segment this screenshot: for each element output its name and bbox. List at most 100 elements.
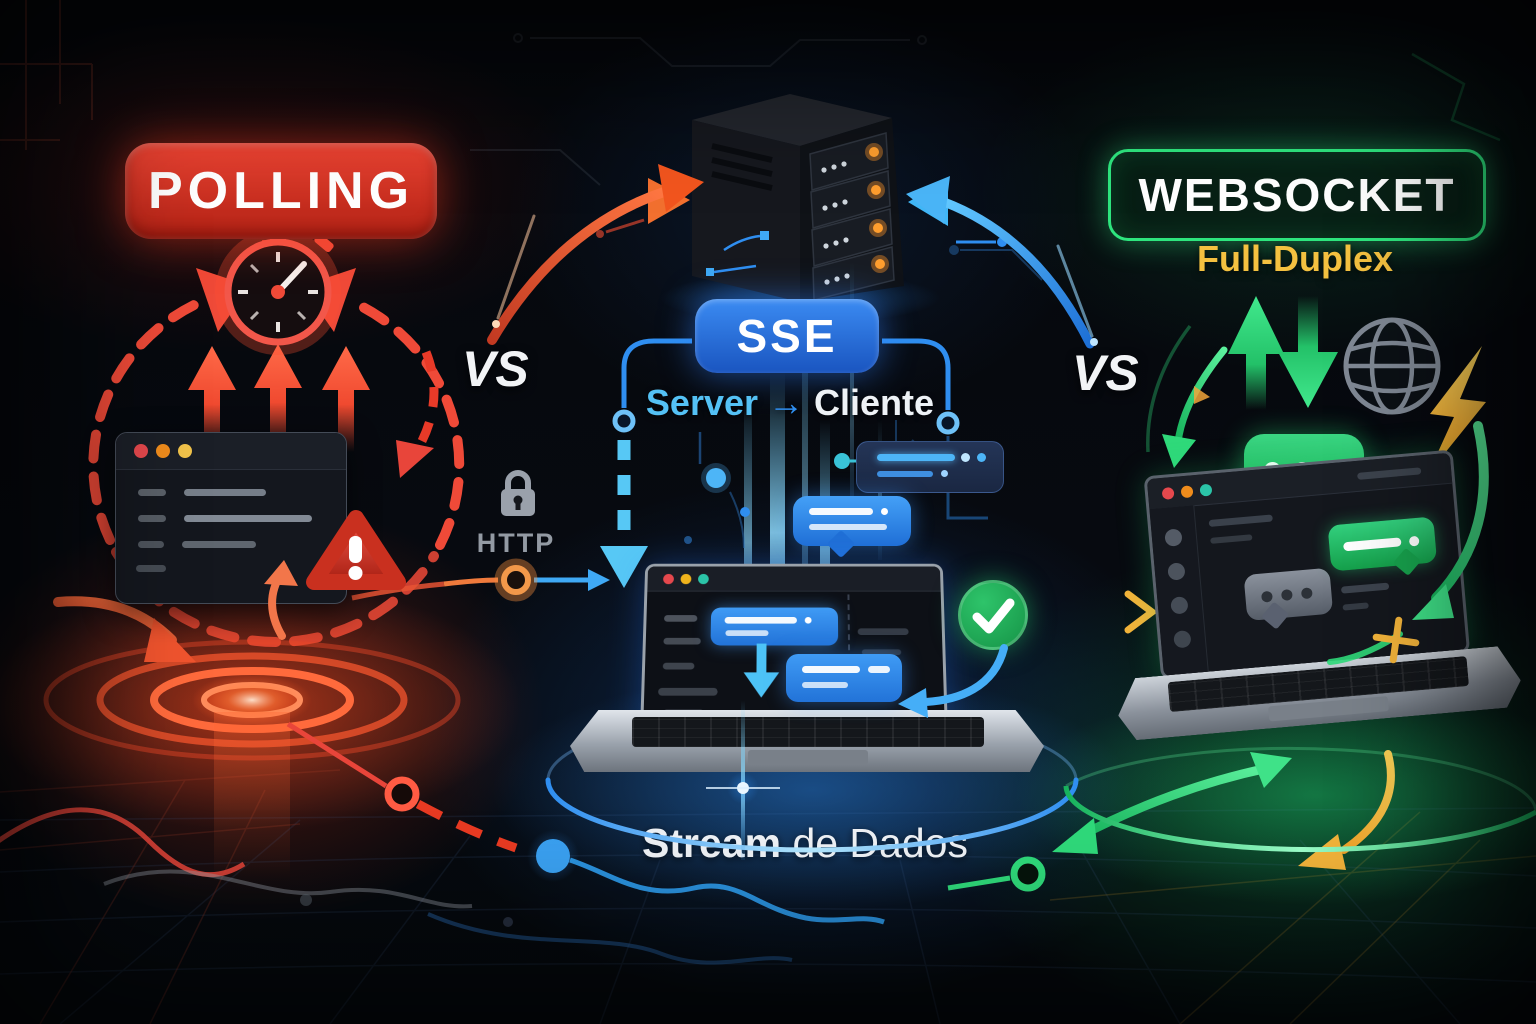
message-bubble-screen xyxy=(710,607,839,646)
polling-badge-label: POLLING xyxy=(147,162,415,220)
message-bubble-speech xyxy=(793,496,911,559)
http-connector xyxy=(351,558,610,602)
window-control-minimize-icon xyxy=(1180,485,1194,499)
chat-bubble-gray xyxy=(1243,567,1334,630)
duplex-cycle-arrow-left xyxy=(1146,324,1228,468)
lock-icon xyxy=(496,468,540,525)
versus-left-label: VS xyxy=(462,341,529,397)
chat-line xyxy=(1342,602,1369,611)
polling-drop-arrow xyxy=(396,350,439,478)
chat-sidebar xyxy=(1149,505,1209,677)
window-control-minimize-icon xyxy=(680,573,692,585)
bubble-tail xyxy=(1392,547,1422,576)
typing-dot xyxy=(1280,589,1293,601)
sse-badge: SSE xyxy=(695,299,879,373)
window-control-close-icon xyxy=(134,444,148,458)
sse-stream-arrow xyxy=(600,440,648,588)
content-line xyxy=(184,515,312,522)
window-control-expand-icon xyxy=(178,444,192,458)
browser-window-titlebar xyxy=(116,433,346,470)
bubble-line xyxy=(877,471,933,477)
bubble-dot xyxy=(977,453,986,462)
browser-window xyxy=(115,432,347,604)
server-push-arrow xyxy=(906,176,1098,349)
floor-grid-red xyxy=(0,769,341,1024)
overload-arrow xyxy=(53,596,196,662)
flow-arrow-icon: → xyxy=(768,382,805,423)
http-label: HTTP xyxy=(476,528,556,558)
bubble-dot xyxy=(804,616,812,624)
message-bubble-navy xyxy=(856,441,1004,493)
caption-rest: de Dados xyxy=(781,820,968,866)
return-arrow-yellow xyxy=(1298,750,1395,870)
duplex-down-arrow xyxy=(1278,296,1338,408)
stopwatch-icon xyxy=(215,226,341,355)
stream-caption: Stream de Dados xyxy=(595,820,1015,867)
laptop-right xyxy=(1114,446,1519,778)
trackpad xyxy=(748,750,868,765)
sidebar-line xyxy=(663,615,698,622)
laptop-center-titlebar xyxy=(647,566,941,592)
bubble-line xyxy=(809,524,887,530)
caption-bold: Stream xyxy=(642,820,782,866)
content-line xyxy=(138,489,166,496)
websocket-badge: WEBSOCKET xyxy=(1108,149,1486,241)
bubble-dot xyxy=(881,508,888,515)
bubble-line xyxy=(724,616,797,624)
window-control-close-icon xyxy=(663,573,674,585)
bubble-dot xyxy=(1408,535,1420,547)
avatar xyxy=(1170,596,1189,615)
bubble-line xyxy=(1343,537,1402,552)
bubble-dot xyxy=(941,470,948,477)
sse-badge-label: SSE xyxy=(736,310,838,362)
content-line xyxy=(136,565,166,572)
bubble-line xyxy=(802,666,860,673)
chat-line xyxy=(1340,582,1390,594)
avatar xyxy=(1164,528,1183,547)
content-line xyxy=(184,489,266,496)
sidebar-line xyxy=(663,637,701,645)
message-bubble-lower xyxy=(786,654,902,702)
content-line xyxy=(138,541,164,548)
window-control-close-icon xyxy=(1161,486,1175,500)
bubble-line xyxy=(725,630,769,636)
content-line xyxy=(182,541,256,548)
content-line xyxy=(138,515,166,522)
bubble-dot xyxy=(961,453,970,462)
window-control-expand-icon xyxy=(1199,483,1213,497)
inbound-arrow-orange xyxy=(648,178,690,224)
avatar xyxy=(1167,562,1186,581)
window-control-minimize-icon xyxy=(156,444,170,458)
inbound-arrow-blue xyxy=(908,180,948,226)
ring-green-front xyxy=(1063,785,1536,853)
websocket-badge-label: WEBSOCKET xyxy=(1138,169,1456,221)
bubble-line xyxy=(877,454,955,461)
yellow-spark-icon xyxy=(1194,386,1210,404)
polling-request-arrow xyxy=(487,164,704,345)
sse-flow-row: Server→Cliente xyxy=(620,382,960,424)
typing-dot xyxy=(1261,590,1273,603)
titlebar-line xyxy=(1357,467,1422,480)
polling-badge: POLLING xyxy=(125,143,437,239)
server-rack-icon xyxy=(660,94,940,324)
full-duplex-label: Full-Duplex xyxy=(1197,238,1393,279)
bubble-line xyxy=(802,682,848,688)
chat-bubble-green xyxy=(1327,516,1438,576)
duplex-up-arrow xyxy=(1228,296,1284,410)
globe-icon xyxy=(1343,317,1441,415)
versus-right-label: VS xyxy=(1072,345,1139,401)
check-icon xyxy=(958,580,1028,650)
flow-from-label: Server xyxy=(645,382,759,423)
sidebar-line xyxy=(662,662,695,670)
bubble-line xyxy=(809,508,873,515)
download-arrow-icon xyxy=(743,643,780,698)
laptop-center-base xyxy=(570,710,1044,772)
bubble-line xyxy=(868,666,890,673)
sidebar-line xyxy=(658,687,718,696)
bubble-tail xyxy=(1261,601,1290,630)
laptop-center-screen xyxy=(640,563,948,734)
laptop-right-screen xyxy=(1143,449,1471,680)
floor-grid-gold xyxy=(1049,811,1536,1024)
keyboard xyxy=(632,717,984,747)
flow-to-label: Cliente xyxy=(814,382,935,423)
